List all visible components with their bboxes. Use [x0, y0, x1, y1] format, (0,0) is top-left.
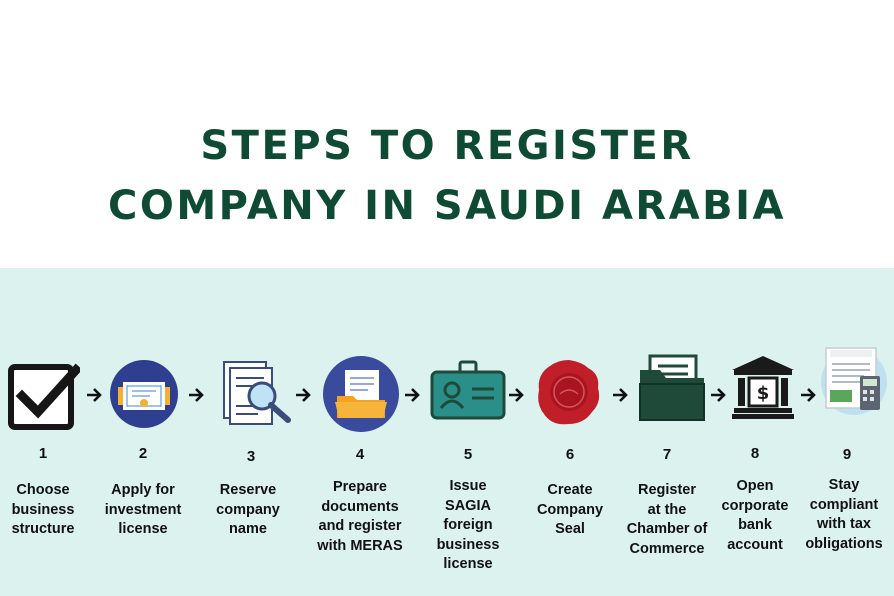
step-number-6: 6 [565, 446, 575, 463]
step-number-8: 8 [750, 445, 760, 462]
folder-icon [323, 356, 399, 436]
bank-icon: $ [730, 354, 796, 424]
step-label-5: Issue SAGIA foreign business license [436, 478, 500, 572]
step-label-2: Apply for investment license [104, 482, 182, 537]
svg-text:$: $ [757, 383, 770, 404]
step-number-4: 4 [355, 446, 365, 463]
tax-form-icon [820, 346, 888, 420]
document-search-icon [218, 356, 296, 436]
steps-band [0, 268, 894, 596]
step-label-3: Reserve company name [216, 482, 280, 537]
checkbox-icon [8, 362, 83, 434]
arrow-right-icon [87, 388, 102, 402]
id-badge-icon [430, 360, 506, 424]
step-label-7: Register at the Chamber of Commerce [626, 482, 708, 557]
title-line-1: STEPS TO REGISTER [200, 123, 694, 169]
step-label-9: Stay compliant with tax obligations [805, 477, 883, 552]
arrow-right-icon [613, 388, 628, 402]
step-number-2: 2 [138, 445, 148, 462]
step-number-5: 5 [463, 446, 473, 463]
step-number-9: 9 [842, 446, 852, 463]
step-label-4: Prepare documents and register with MERA… [317, 479, 403, 554]
arrow-right-icon [509, 388, 524, 402]
step-number-3: 3 [246, 448, 256, 465]
arrow-right-icon [189, 388, 204, 402]
title-line-2: COMPANY IN SAUDI ARABIA [108, 183, 786, 229]
arrow-right-icon [801, 388, 816, 402]
certificate-icon [110, 360, 178, 432]
arrow-right-icon [405, 388, 420, 402]
step-label-6: Create Company Seal [536, 482, 604, 537]
wax-seal-icon [534, 356, 604, 432]
file-folder-icon [636, 352, 708, 428]
step-label-8: Open corporate bank account [721, 478, 789, 553]
arrow-right-icon [296, 388, 311, 402]
step-number-7: 7 [662, 446, 672, 463]
arrow-right-icon [711, 388, 726, 402]
step-label-1: Choose business structure [11, 482, 75, 537]
step-number-1: 1 [38, 445, 48, 462]
